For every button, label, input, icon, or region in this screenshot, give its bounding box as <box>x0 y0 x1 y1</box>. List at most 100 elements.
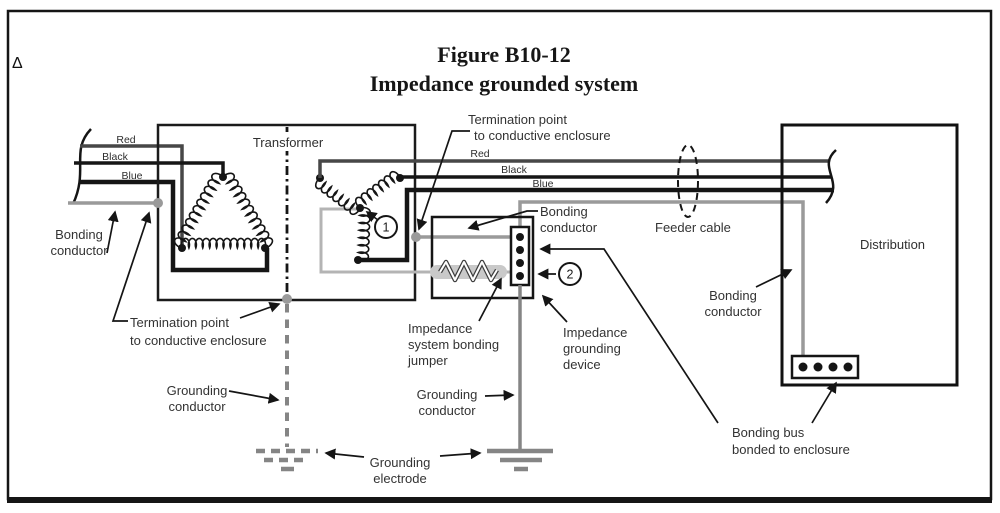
callout-termination-left: Termination point to conductive enclosur… <box>130 315 267 348</box>
callout-text: Termination point <box>130 315 229 330</box>
feeder-wire-red <box>318 159 830 178</box>
supply-wire-black <box>74 161 225 177</box>
callout-text: Impedance <box>408 321 472 336</box>
bus-terminal <box>516 272 524 280</box>
numbered-callouts: 1 2 <box>365 211 582 286</box>
distribution-panel: Distribution <box>780 123 959 387</box>
supply-wire-blue <box>80 179 270 273</box>
callout-text: Termination point <box>468 112 567 127</box>
callout-text: to conductive enclosure <box>130 333 267 348</box>
distribution-enclosure <box>780 123 959 387</box>
callout-text: to conductive enclosure <box>474 128 611 143</box>
callout-text: jumper <box>407 353 448 368</box>
bus-terminal <box>516 246 524 254</box>
label-knockout <box>246 132 330 151</box>
callout-termination-top: Termination point to conductive enclosur… <box>468 112 611 143</box>
figure-frame: Δ <box>6 9 993 503</box>
bus-terminal <box>516 259 524 267</box>
callout-text: conductor <box>418 403 476 418</box>
figure-number: Figure B10-12 <box>437 42 570 67</box>
callout-grounding-electrode: Grounding electrode <box>370 455 431 486</box>
feeder-red-label: Red <box>470 148 489 160</box>
callout-text: conductor <box>704 304 762 319</box>
arrow-to-termination-left-wall <box>111 211 152 322</box>
grounding-left <box>256 304 318 472</box>
supply-wire-red <box>80 144 184 248</box>
callout-bonding-conductor-left: Bonding conductor <box>50 227 108 258</box>
supply-blue-label: Blue <box>121 170 142 182</box>
arrow-to-grounding-conductor-right <box>484 389 515 401</box>
cable-break-curve <box>71 128 92 205</box>
grounding-right <box>487 285 553 472</box>
marker-1-number: 1 <box>383 221 390 235</box>
delta-coil-right <box>222 172 274 249</box>
marker-1-circle <box>374 215 398 239</box>
callout-text: Bonding bus <box>732 425 805 440</box>
termination-dot-right-wall <box>411 232 421 242</box>
arrow-to-dashed-electrode <box>324 448 365 460</box>
callout-text: Bonding <box>55 227 103 242</box>
arrow-to-termination-bottom-wall <box>239 301 281 319</box>
wye-winding <box>314 170 511 274</box>
bus-terminal <box>843 362 853 372</box>
termination-dot-left-wall <box>153 198 163 208</box>
arrow-to-bonding-conductor-device <box>467 210 538 231</box>
feeder-blue-label: Blue <box>532 178 553 190</box>
arrow-to-device-bus <box>539 243 719 424</box>
wire-break-curve <box>825 149 837 204</box>
figure-caption: Impedance grounded system <box>370 71 639 96</box>
callout-text: device <box>563 357 601 372</box>
arrow-to-distribution-bus <box>811 381 837 424</box>
feeder-wire-blue <box>358 187 834 263</box>
callout-text: Grounding <box>370 455 431 470</box>
callout-bonding-conductor-top: Bonding conductor <box>540 204 598 235</box>
arrow-to-grounding-conductor-left <box>228 390 280 404</box>
delta-node-right <box>261 244 269 252</box>
transformer: Transformer <box>153 123 511 304</box>
bus-terminal <box>813 362 823 372</box>
supply-red-label: Red <box>116 134 135 146</box>
transformer-label: Transformer <box>253 135 324 150</box>
callout-text: Bonding <box>709 288 757 303</box>
callout-text: grounding <box>563 341 621 356</box>
callout-text: conductor <box>168 399 226 414</box>
callout-grounding-conductor-right: Grounding conductor <box>417 387 478 418</box>
callout-text: Impedance <box>563 325 627 340</box>
supply-conductors: Red Black Blue <box>68 128 270 273</box>
delta-node-top <box>219 173 227 181</box>
revision-delta-marker: Δ <box>12 55 23 72</box>
distribution-bonding-bus <box>790 354 860 380</box>
callout-bonding-bus: Bonding bus bonded to enclosure <box>732 425 850 457</box>
delta-node-left <box>178 244 186 252</box>
feeder-black-label: Black <box>501 164 527 176</box>
callout-bonding-conductor-right: Bonding conductor <box>704 288 762 319</box>
bus-terminal <box>828 362 838 372</box>
callout-impedance-device: Impedance grounding device <box>563 325 627 372</box>
wye-coil-upleft <box>314 177 361 216</box>
wye-coil-down <box>355 206 371 262</box>
callout-impedance-jumper: Impedance system bonding jumper <box>407 321 499 368</box>
callout-text: conductor <box>540 220 598 235</box>
marker-2-circle <box>558 262 582 286</box>
marker-2-number: 2 <box>567 268 574 282</box>
leader-arrows <box>106 130 837 460</box>
arrow-to-solid-electrode <box>439 448 482 460</box>
callout-grounding-conductor-left: Grounding conductor <box>167 383 228 414</box>
callout-text: system bonding <box>408 337 499 352</box>
callout-text: Grounding <box>167 383 228 398</box>
feeder-cable-label: Feeder cable <box>655 220 731 235</box>
arrow-to-impedance-jumper <box>478 277 502 322</box>
device-enclosure <box>430 215 535 300</box>
supply-black-label: Black <box>102 151 128 163</box>
callout-text: conductor <box>50 243 108 258</box>
wye-coil-upright <box>354 170 401 209</box>
callout-text: electrode <box>373 471 426 486</box>
wye-neutral-node <box>356 204 364 212</box>
impedance-grounding-device <box>430 215 535 300</box>
feeder-run: Red Black Blue Feeder cable <box>318 144 834 263</box>
delta-coil-left <box>173 172 224 249</box>
bus-terminal <box>798 362 808 372</box>
callout-text: Grounding <box>417 387 478 402</box>
